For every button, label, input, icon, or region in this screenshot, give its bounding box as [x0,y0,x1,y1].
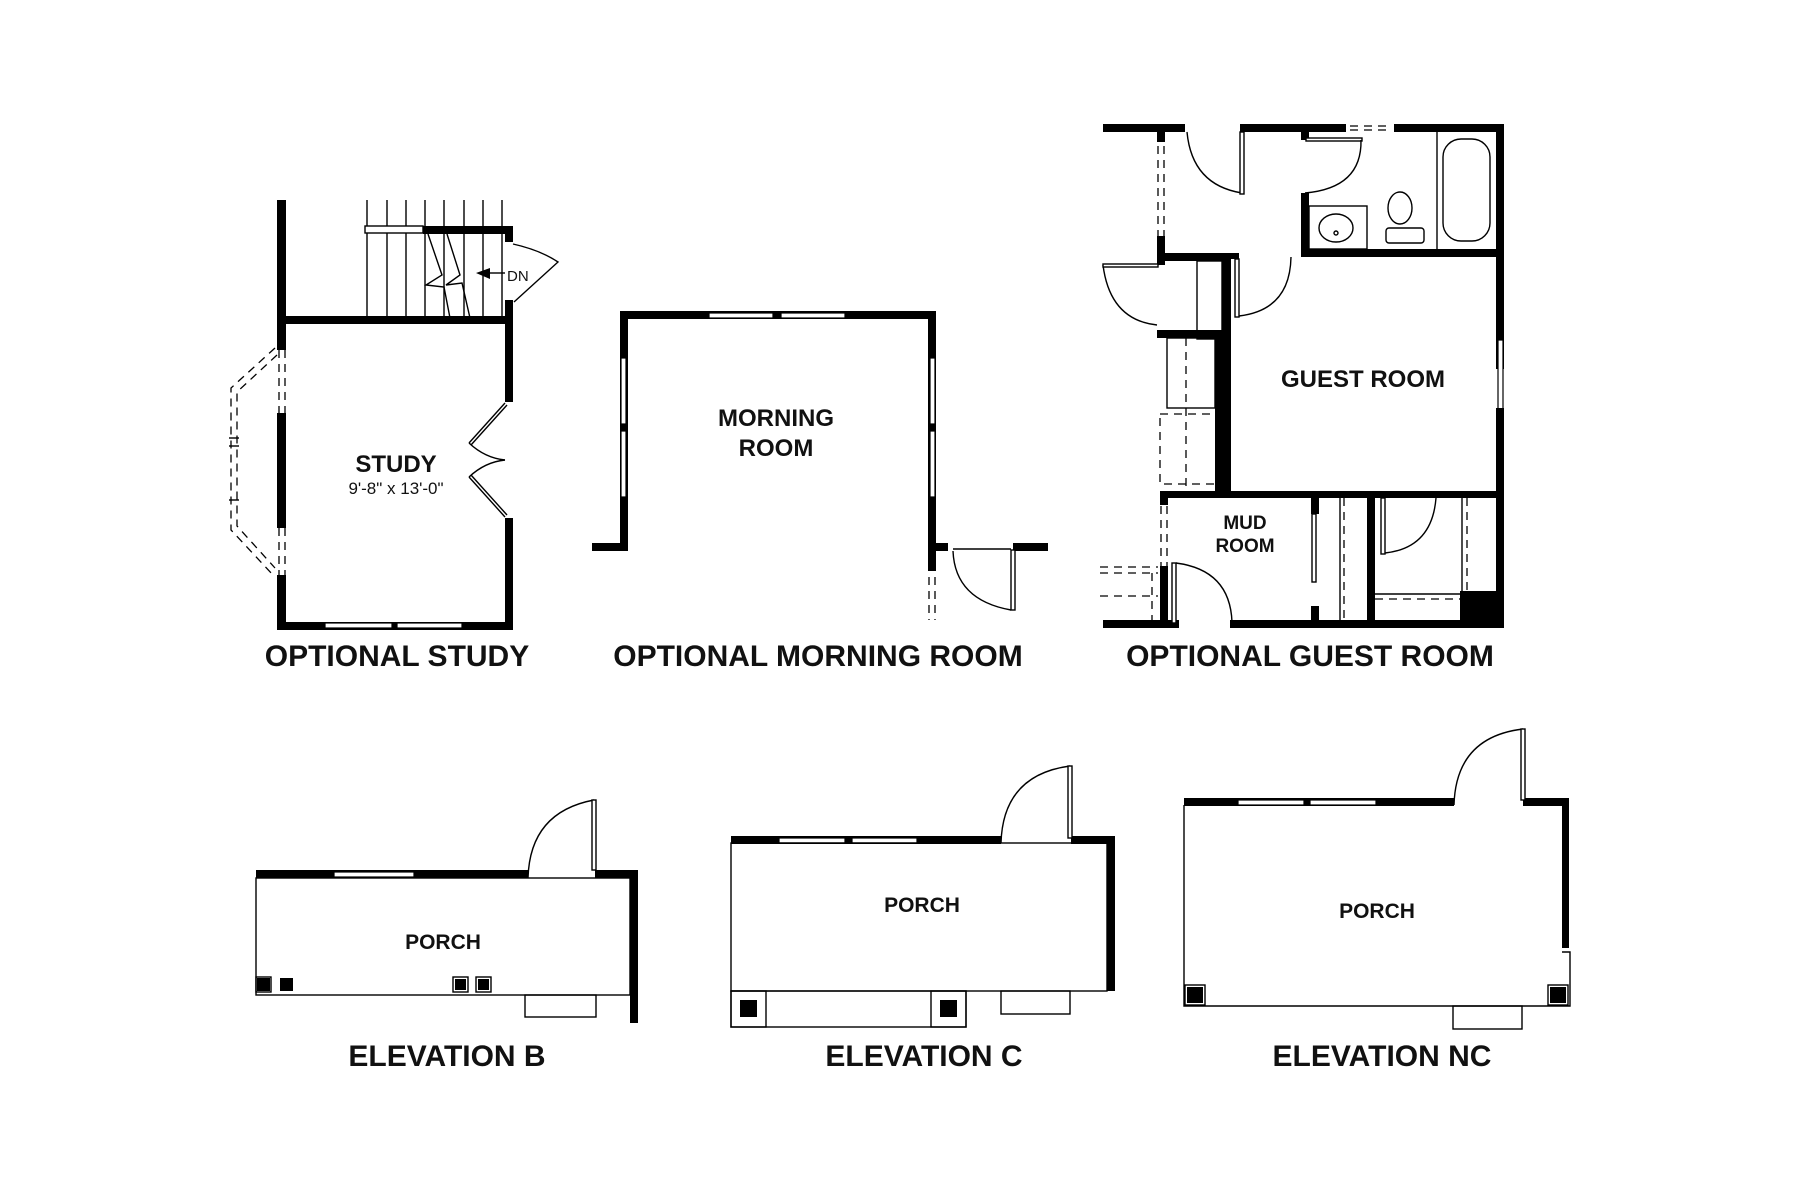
room-label-porch-c: PORCH [884,894,960,917]
optional-guest-room-plan: GUEST ROOM MUD ROOM OPTIONAL GUEST ROOM [1100,124,1504,673]
elevation-b-porch-plan: PORCH ELEVATION B [255,799,638,1073]
room-label-guest-room: GUEST ROOM [1281,366,1445,393]
optional-bay-window [229,347,278,576]
optional-study-plan: DN [229,200,560,673]
stair-direction-label: DN [507,268,529,285]
french-doors [468,402,508,518]
plan-title-optional-guest-room: OPTIONAL GUEST ROOM [1126,640,1494,673]
exterior-door [952,548,1016,611]
elevation-nc-porch-plan: PORCH ELEVATION NC [1183,728,1571,1073]
room-label-study: STUDY [355,451,436,478]
plan-title-optional-study: OPTIONAL STUDY [265,640,529,673]
plan-title-elevation-nc: ELEVATION NC [1273,1040,1492,1073]
room-label-mud-line1: MUD [1223,513,1266,534]
plan-title-optional-morning-room: OPTIONAL MORNING ROOM [613,640,1022,673]
plan-title-elevation-c: ELEVATION C [825,1040,1022,1073]
elevation-c-porch-plan: PORCH ELEVATION C [730,765,1115,1073]
room-label-morning-line2: ROOM [739,435,814,462]
room-label-mud-line2: ROOM [1215,536,1274,557]
room-label-morning-line1: MORNING [718,405,834,432]
plan-title-elevation-b: ELEVATION B [348,1040,545,1073]
room-label-porch-nc: PORCH [1339,900,1415,923]
room-dimensions-study: 9'-8" x 13'-0" [348,479,443,498]
staircase: DN [364,200,560,322]
optional-morning-room-plan: MORNING ROOM OPTIONAL MORNING ROOM [592,311,1048,673]
room-label-porch-b: PORCH [405,931,481,954]
